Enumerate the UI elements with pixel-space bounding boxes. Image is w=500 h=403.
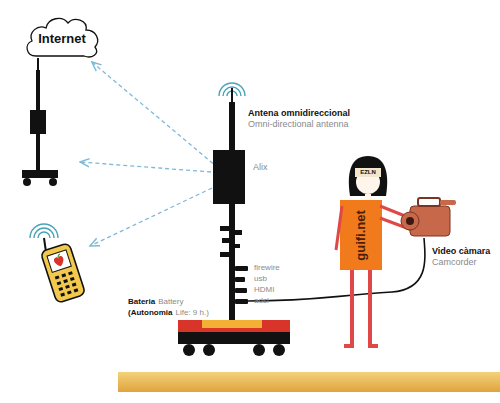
part-name-translation: Camcorder xyxy=(432,257,477,267)
battery-life-translation: Life: 9 h.) xyxy=(175,308,208,317)
port-name: adsl xyxy=(254,296,269,305)
shirt-logo: guifi.net xyxy=(354,210,369,261)
mobile-phone xyxy=(30,224,86,303)
port-name: firewire xyxy=(254,263,280,272)
port-name: usb xyxy=(254,274,267,283)
cloud-node: Internet xyxy=(22,12,102,62)
label-row: BateriaBattery xyxy=(128,297,183,306)
camcorder xyxy=(401,198,456,236)
small-mast xyxy=(22,58,58,186)
part-name-translation: Omni-directional antenna xyxy=(248,119,349,129)
person xyxy=(336,156,412,346)
battery-life: (Autonomia xyxy=(128,308,172,317)
signal-arrows xyxy=(80,162,212,246)
part-name: Antena omnidireccional xyxy=(248,108,350,118)
part-name: Bateria xyxy=(128,297,155,306)
alix-box: Alix xyxy=(213,150,245,204)
port-name: HDMI xyxy=(254,285,274,294)
signal-connector xyxy=(92,62,213,164)
cloud-label: Internet xyxy=(38,32,86,47)
headband-text: EZLN xyxy=(360,169,376,176)
part-name: Video càmara xyxy=(432,246,490,256)
ground xyxy=(118,372,500,392)
part-name-translation: Battery xyxy=(158,297,183,306)
board-label: Alix xyxy=(253,162,268,172)
label-row: (AutonomiaLife: 9 h.) xyxy=(128,308,209,317)
